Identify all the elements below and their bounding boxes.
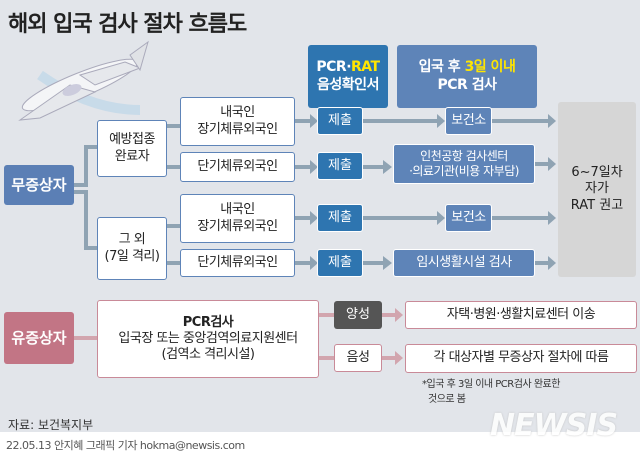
pcr-test-location: (검역소 격리시설) [161, 347, 256, 363]
callout-text: PCR 검사 [437, 76, 497, 93]
group-box-short-term-1: 단기체류외국인 [180, 152, 295, 182]
callout-text: PCR· [316, 59, 352, 75]
airplane-icon [18, 40, 149, 121]
positive-box: 양성 [334, 301, 382, 329]
pcr-test-box: PCR검사 입국장 또는 중앙검역의료지원센터 (검역소 격리시설) [97, 300, 319, 378]
callout-text: 음성확인서 [317, 76, 379, 93]
group-label: 내국인 [220, 202, 255, 218]
submit-box: 제출 [317, 107, 363, 135]
airport-test-center-box: 인천공항 검사센터·의료기관(비용 자부담) [393, 144, 535, 184]
callout-highlight: 3일 이내 [464, 59, 516, 75]
group-label: 내국인 [220, 105, 255, 121]
asymptomatic-box: 무증상자 [4, 165, 74, 205]
pcr-test-location: 입국장 또는 중앙검역의료지원센터 [118, 330, 298, 346]
symptomatic-box: 유증상자 [4, 312, 74, 364]
other-label: 그 외 [118, 232, 146, 248]
negative-box: 음성 [334, 344, 382, 372]
self-rat-box: 6~7일차 자가 RAT 권고 [558, 102, 636, 277]
source-text: 자료: 보건복지부 [8, 418, 94, 432]
group-box-short-term-2: 단기체류외국인 [180, 249, 295, 277]
temporary-facility-box: 임시생활시설 검사 [393, 249, 535, 277]
pcr-test-title: PCR검사 [182, 314, 234, 330]
result-label: 자가 [585, 181, 609, 197]
group-label: 장기체류외국인 [197, 218, 278, 234]
group-label: 장기체류외국인 [197, 121, 278, 137]
negative-result-box: 각 대상자별 무증상자 절차에 따름 [405, 344, 637, 373]
footnote-line: *입국 후 3일 이내 PCR검사 완료한 [422, 379, 560, 390]
submit-box: 제출 [317, 152, 363, 180]
submit-box: 제출 [317, 204, 363, 232]
footnote: *입국 후 3일 이내 PCR검사 완료한 것으로 봄 [422, 377, 560, 407]
callout-negative-certificate: PCR·RAT 음성확인서 [308, 45, 388, 108]
dest-label: ·의료기관(비용 자부담) [409, 164, 519, 178]
result-label: RAT 권고 [570, 197, 624, 213]
result-label: 6~7일차 [571, 165, 623, 181]
newsis-watermark: NEWSIS [490, 408, 618, 443]
vaccinated-box: 예방접종 완료자 [97, 120, 167, 177]
submit-box: 제출 [317, 249, 363, 277]
page-title: 해외 입국 검사 절차 흐름도 [8, 12, 247, 37]
other-sublabel: (7일 격리) [104, 248, 160, 264]
credit-text: 22.05.13 안지혜 그래픽 기자 hokma@newsis.com [6, 439, 245, 452]
other-box: 그 외 (7일 격리) [97, 217, 167, 280]
positive-result-box: 자택·병원·생활치료센터 이송 [405, 301, 637, 329]
dest-label: 인천공항 검사센터 [420, 149, 508, 163]
footnote-line: 것으로 봄 [428, 394, 466, 405]
health-center-box: 보건소 [445, 107, 492, 135]
callout-text: 입국 후 [418, 59, 465, 75]
health-center-box: 보건소 [445, 204, 492, 232]
callout-pcr-within-3-days: 입국 후 3일 이내 PCR 검사 [397, 45, 537, 108]
callout-highlight: RAT [351, 59, 380, 75]
